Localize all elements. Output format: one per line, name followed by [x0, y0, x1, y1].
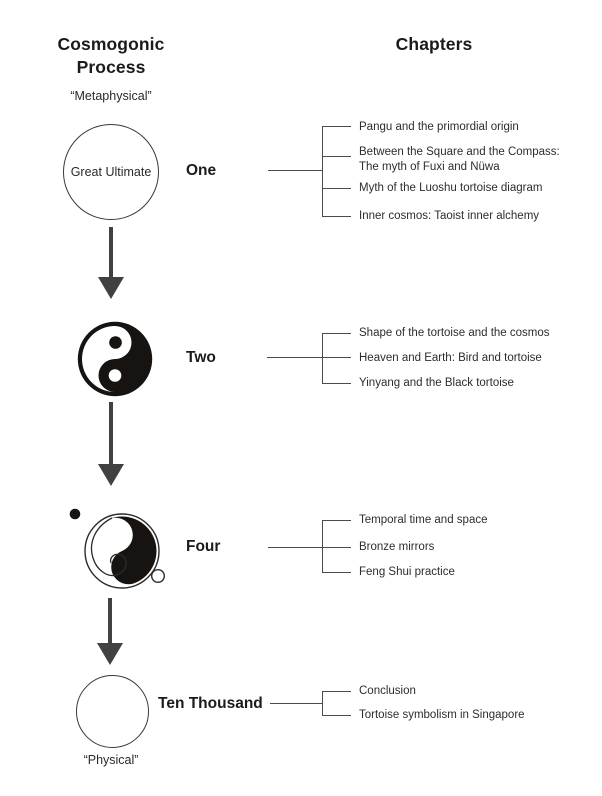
bracket-line [322, 333, 324, 384]
four-symbols-taiji-icon [69, 508, 165, 589]
chapter-item: Yinyang and the Black tortoise [359, 377, 514, 389]
yinyang-taijitu-icon [77, 321, 153, 397]
connector-line [268, 547, 322, 549]
chapter-item: Bronze mirrors [359, 541, 435, 553]
bracket-line [322, 520, 324, 573]
physical-label: “Physical” [83, 753, 139, 767]
bracket-tick [322, 216, 351, 218]
process-column-title: Cosmogonic Process [57, 34, 165, 77]
down-arrow-icon [108, 598, 112, 644]
chapter-item: Between the Square and the Compass: The … [359, 146, 560, 173]
chapter-item: Myth of the Luoshu tortoise diagram [359, 182, 543, 194]
chapters-column-title: Chapters [395, 34, 473, 54]
bracket-tick [322, 188, 351, 190]
down-arrow-head-icon [98, 464, 124, 486]
great-ultimate-text: Great Ultimate [70, 165, 152, 179]
down-arrow-head-icon [98, 277, 124, 299]
chapter-item: Feng Shui practice [359, 566, 455, 578]
connector-line [267, 357, 322, 359]
connector-line [270, 703, 322, 705]
bracket-tick [322, 572, 351, 574]
ten-thousand-circle [76, 675, 149, 748]
stage-ten-thousand-label: Ten Thousand [158, 695, 263, 712]
chapter-item: Heaven and Earth: Bird and tortoise [359, 352, 542, 364]
bracket-line [322, 126, 324, 217]
chapter-item: Tortoise symbolism in Singapore [359, 709, 525, 721]
chapter-item: Conclusion [359, 685, 416, 697]
bracket-tick [322, 520, 351, 522]
great-ultimate-circle: Great Ultimate [63, 124, 159, 220]
chapter-item: Temporal time and space [359, 514, 488, 526]
stage-two-label: Two [186, 349, 216, 366]
bracket-tick [322, 126, 351, 128]
stage-one-label: One [186, 162, 217, 179]
bracket-tick [322, 357, 351, 359]
bracket-tick [322, 547, 351, 549]
down-arrow-icon [109, 227, 113, 278]
chapter-item: Pangu and the primordial origin [359, 121, 519, 133]
metaphysical-label: “Metaphysical” [70, 89, 152, 103]
bracket-tick [322, 156, 351, 158]
chapter-item: Shape of the tortoise and the cosmos [359, 327, 550, 339]
chapter-item: Inner cosmos: Taoist inner alchemy [359, 210, 540, 222]
bracket-line [322, 691, 324, 716]
stage-four-label: Four [186, 538, 221, 555]
bracket-tick [322, 383, 351, 385]
bracket-tick [322, 715, 351, 717]
bracket-tick [322, 333, 351, 335]
down-arrow-head-icon [97, 643, 123, 665]
connector-line [268, 170, 322, 172]
bracket-tick [322, 691, 351, 693]
down-arrow-icon [109, 402, 113, 465]
